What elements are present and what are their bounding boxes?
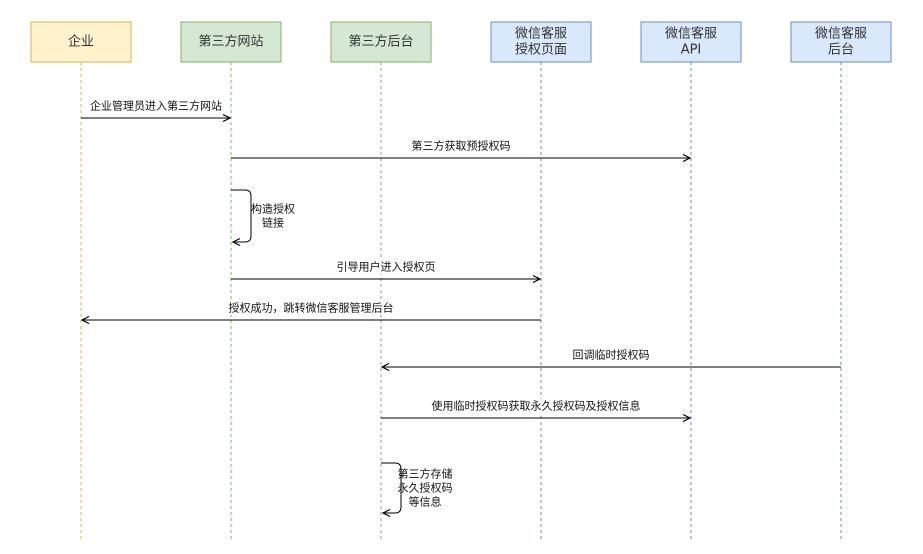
participant-p2: 第三方网站 — [180, 21, 282, 63]
message-2: 第三方获取预授权码 — [231, 139, 692, 163]
message-label: 第三方存储 — [398, 467, 453, 481]
participant-box — [790, 21, 892, 63]
participant-box — [640, 21, 742, 63]
message-label: 回调临时授权码 — [573, 348, 650, 362]
participant-label: 企业 — [68, 34, 94, 50]
message-4: 引导用户进入授权页 — [231, 260, 542, 284]
participant-boxes: 企业第三方网站第三方后台微信客服授权页面微信客服API微信客服后台 — [30, 21, 892, 63]
messages: 企业管理员进入第三方网站第三方获取预授权码构造授权链接引导用户进入授权页授权成功… — [80, 99, 841, 518]
message-1: 企业管理员进入第三方网站 — [81, 99, 232, 123]
participant-p3: 第三方后台 — [330, 21, 432, 63]
participant-box — [180, 21, 282, 63]
participant-box — [490, 21, 592, 63]
message-label: 链接 — [262, 216, 284, 230]
participant-label: 微信客服 — [515, 26, 567, 42]
message-label-bg — [333, 260, 439, 274]
message-label-bg — [87, 99, 225, 113]
message-label: 授权成功，跳转微信客服管理后台 — [229, 301, 394, 315]
participant-box — [30, 21, 132, 63]
message-label-bg — [225, 301, 397, 315]
message-label: 使用临时授权码获取永久授权码及授权信息 — [432, 399, 641, 413]
participant-label: 微信客服 — [815, 26, 867, 42]
message-arrow — [381, 462, 402, 518]
message-label: 企业管理员进入第三方网站 — [90, 99, 222, 113]
participant-p1: 企业 — [30, 21, 132, 63]
message-arrow — [231, 189, 252, 247]
message-label: 引导用户进入授权页 — [337, 260, 436, 274]
participant-label: 第三方网站 — [198, 34, 263, 50]
message-label: 第三方获取预授权码 — [412, 139, 511, 153]
participant-label: 第三方后台 — [348, 34, 413, 50]
message-label-bg — [569, 348, 653, 362]
message-6: 回调临时授权码 — [380, 348, 841, 372]
message-label: 等信息 — [409, 495, 442, 509]
message-label-bg — [428, 399, 644, 413]
message-7: 使用临时授权码获取永久授权码及授权信息 — [381, 399, 692, 423]
participant-box — [330, 21, 432, 63]
message-label: 构造授权 — [251, 202, 295, 216]
lifelines — [80, 62, 842, 540]
message-label-bg — [408, 139, 514, 153]
participant-label: API — [681, 43, 702, 58]
message-5: 授权成功，跳转微信客服管理后台 — [80, 301, 541, 325]
participant-label: 授权页面 — [515, 42, 567, 58]
participant-label: 微信客服 — [665, 26, 717, 42]
message-label: 永久授权码 — [398, 481, 453, 495]
participant-label: 后台 — [828, 43, 854, 58]
